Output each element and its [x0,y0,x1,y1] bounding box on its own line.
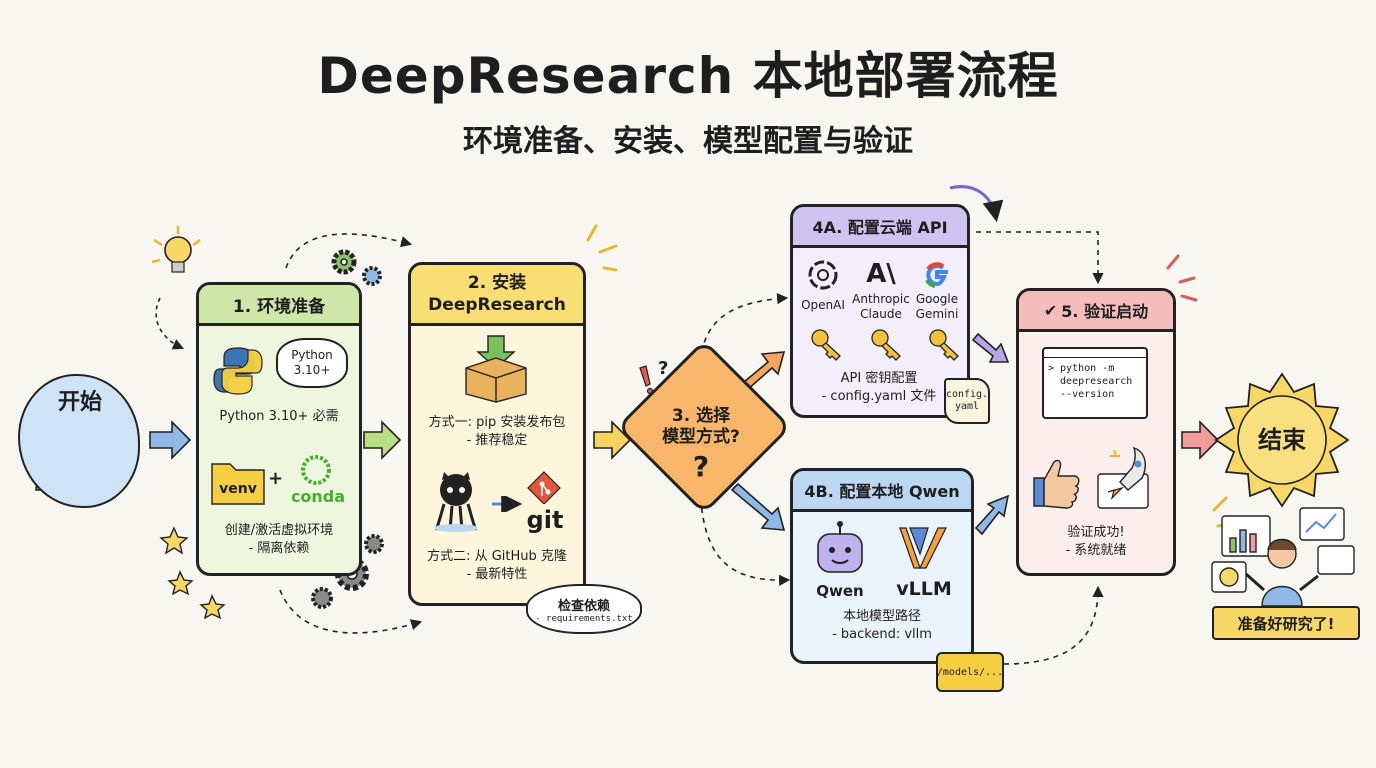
dependency-check-title: 检查依赖 [557,598,610,614]
burst-marks [586,224,618,272]
package-download-icon [465,335,527,403]
git-icon [527,471,561,504]
qwen-label: Qwen [816,582,864,600]
step3-title: 3. 选择 模型方式? [662,406,740,447]
install-method-2: 方式二: 从 GitHub 克隆 - 最新特性 [427,549,567,582]
git-label: git [526,506,564,534]
folder-icon [211,463,265,505]
start-label: 开始 [57,390,102,415]
google-icon [925,262,948,288]
check-icon: ✔ [1043,300,1058,320]
dashed-arrow-4b-to-5 [1003,585,1104,665]
dashed-arrow-4a-to-5 [976,231,1104,285]
step4a-description: API 密钥配置 - config.yaml 文件 [821,371,937,404]
page-title: DeepResearch 本地部署流程 [317,47,1059,105]
curved-arrow-purple [949,185,1004,223]
dependency-check-bubble: 检查依赖 - requirements.txt [526,584,642,634]
dashed-arrow-to-4a [699,293,789,373]
step4a-title: 4A. 配置云端 API [793,207,967,248]
arrow-1-to-2 [363,420,402,460]
end-label: 结束 [1258,426,1306,454]
rocket-launch-icon [1097,446,1149,509]
provider-google: Google Gemini [915,292,959,321]
arrow-4b-to-5 [974,494,1010,536]
step4a-card: 4A. 配置云端 API [790,204,970,418]
requirements-file: - requirements.txt [535,613,633,624]
step5-title-text: 5. 验证启动 [1061,302,1149,321]
gear-icon-top [331,249,382,286]
lightbulb-icon [151,226,201,273]
anthropic-icon: A\ [866,259,896,289]
terminal-command: > python -m deepresearch --version [1048,363,1133,400]
config-yaml-scroll: config. yaml [944,378,990,424]
step1-card: 1. 环境准备 [196,282,362,576]
ready-banner: 准备好研究了! [1212,606,1360,640]
sun-badge [1214,372,1350,508]
provider-openai: OpenAI [801,298,845,312]
thumbs-up-icon [1033,459,1080,509]
plus-sign: + [268,468,284,489]
dashed-arrow-curl [155,297,185,350]
star-icons [159,526,226,620]
start-node [18,374,140,508]
openai-icon [808,260,838,290]
models-folder: /models/... [936,652,1004,692]
arrow-3-to-4b [730,482,786,531]
step4b-description: 本地模型路径 - backend: vllm [832,609,932,642]
burst-marks-red [1166,254,1234,528]
step1-description: 创建/激活虚拟环境 - 隔离依赖 [224,523,334,556]
api-key-icons [811,329,959,361]
page-subtitle: 环境准备、安装、模型配置与验证 [463,124,913,159]
venv-label: venv [219,481,257,497]
conda-icon [301,455,331,485]
python-version-bubble: Python 3.10+ [276,338,348,388]
python-requirement: Python 3.10+ 必需 [219,409,339,424]
arrow-5-to-end [1181,420,1220,460]
install-method-1: 方式一: pip 安装发布包 - 推荐稳定 [428,415,566,448]
conda-label: conda [290,487,346,506]
svg-text:?: ? [658,358,668,379]
dashed-arrow-bottom [279,589,423,634]
arrow-2-to-3 [593,420,632,460]
github-octocat-icon [434,472,478,532]
dashed-arrow-top [285,233,413,269]
qwen-robot-icon [817,521,863,573]
provider-anthropic: Anthropic Claude [852,292,910,321]
step1-title: 1. 环境准备 [199,285,359,326]
step5-title: ✔ 5. 验证启动 [1019,291,1173,332]
vllm-label: vLLM [896,578,952,600]
terminal-window: > python -m deepresearch --version [1042,347,1148,419]
arrow-to-git [492,496,523,512]
step2-title: 2. 安装 DeepResearch [411,265,583,326]
arrow-4a-to-5 [971,332,1010,363]
vllm-icon [899,527,947,569]
step3-question-mark: ? [692,450,710,483]
step5-description: 验证成功! - 系统就绪 [1065,525,1127,558]
terminal-titlebar [1044,349,1146,358]
python-icon [213,347,263,395]
step4b-title: 4B. 配置本地 Qwen [793,471,971,512]
step2-card: 2. 安装 DeepResearch [408,262,586,606]
researcher-celebrating-icon [1211,507,1355,607]
step5-card: ✔ 5. 验证启动 [1016,288,1176,576]
exclaim-marks: ? [639,358,668,395]
arrow-start-to-1 [149,420,192,460]
